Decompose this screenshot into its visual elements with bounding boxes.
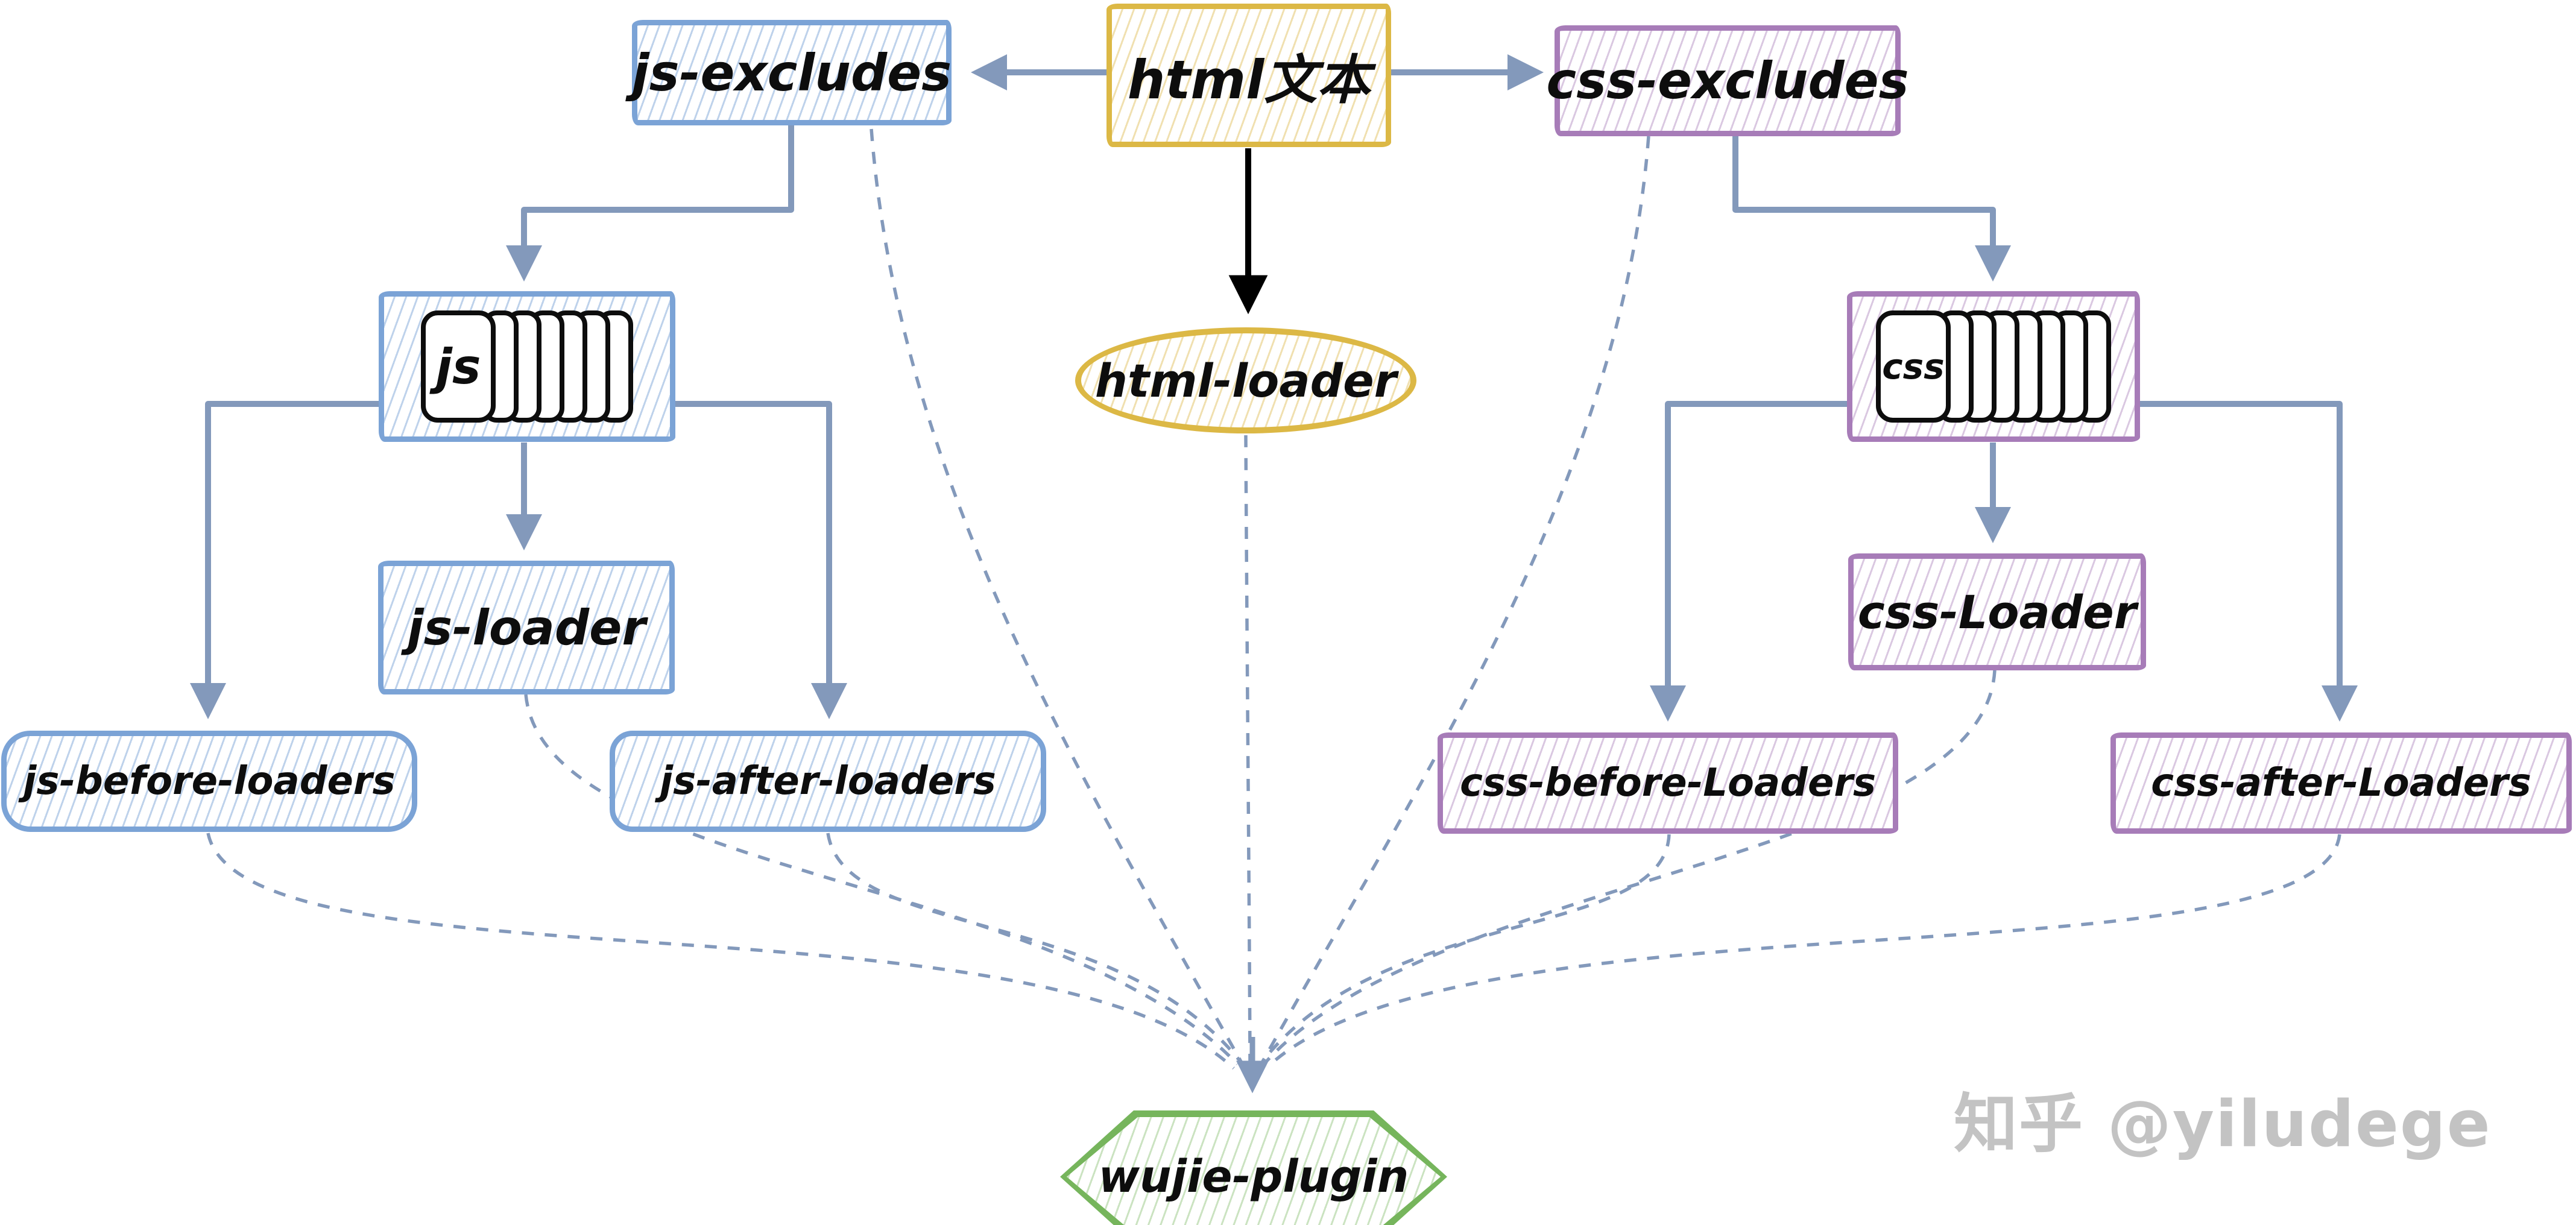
dash-css-excludes (1258, 136, 1650, 1067)
node-html-text: html文本 (1106, 4, 1391, 147)
edge-js-stack-to-js-after (672, 401, 847, 719)
js-card-label: js (435, 338, 481, 395)
edge-js-stack-to-js-before (190, 401, 381, 719)
node-js-excludes: js-excludes (632, 20, 952, 125)
node-html-text-label: html文本 (1127, 48, 1371, 111)
node-js-before-loaders-label: js-before-loaders (23, 759, 396, 804)
node-js-excludes-label: js-excludes (631, 43, 952, 102)
node-css-loader-label: css-Loader (1857, 585, 2137, 639)
css-card: css (1876, 310, 1951, 423)
dash-js-after (826, 833, 1243, 1063)
dash-html-loader (1244, 435, 1252, 1068)
node-css-excludes: css-excludes (1546, 25, 1909, 136)
dash-css-after (1266, 834, 2341, 1069)
node-html-loader: html-loader (1075, 327, 1416, 433)
dash-css-loader (1263, 670, 1997, 1064)
node-js-before-loaders: js-before-loaders (1, 731, 417, 832)
node-js-loader-label: js-loader (407, 599, 646, 656)
edge-css-stack-to-css-before (1650, 401, 1849, 722)
node-js-loader: js-loader (378, 561, 675, 694)
js-card-deck: js (421, 310, 633, 423)
node-css-excludes-label: css-excludes (1546, 51, 1909, 110)
node-wujie-plugin-label: wujie-plugin (1098, 1151, 1409, 1203)
node-css-loader: css-Loader (1848, 553, 2146, 670)
watermark: 知乎 @yiludege (1954, 1087, 2492, 1161)
dash-css-before (1261, 834, 1671, 1062)
node-js-after-loaders-label: js-after-loaders (660, 759, 996, 804)
edge-css-stack-to-css-after (2137, 401, 2358, 722)
node-css-after-loaders: css-after-Loaders (2110, 732, 2572, 834)
dash-js-before (206, 833, 1235, 1070)
js-card: js (421, 310, 496, 423)
node-wujie-plugin-inner: wujie-plugin (1067, 1117, 1441, 1225)
css-card-label: css (1882, 346, 1945, 387)
node-js-stack: js (379, 291, 675, 442)
dash-js-excludes (870, 128, 1245, 1067)
node-css-before-loaders-label: css-before-Loaders (1459, 761, 1877, 805)
css-card-deck: css (1876, 310, 2111, 423)
node-css-after-loaders-label: css-after-Loaders (2151, 761, 2531, 805)
node-js-after-loaders: js-after-loaders (610, 731, 1046, 832)
edge-css-excludes-to-css-stack (1732, 136, 2011, 282)
edge-js-excludes-to-js-stack (506, 124, 794, 282)
node-wujie-plugin: wujie-plugin (1060, 1110, 1447, 1225)
node-css-stack: css (1847, 291, 2140, 442)
node-css-before-loaders: css-before-Loaders (1438, 732, 1898, 834)
node-html-loader-label: html-loader (1094, 353, 1397, 408)
